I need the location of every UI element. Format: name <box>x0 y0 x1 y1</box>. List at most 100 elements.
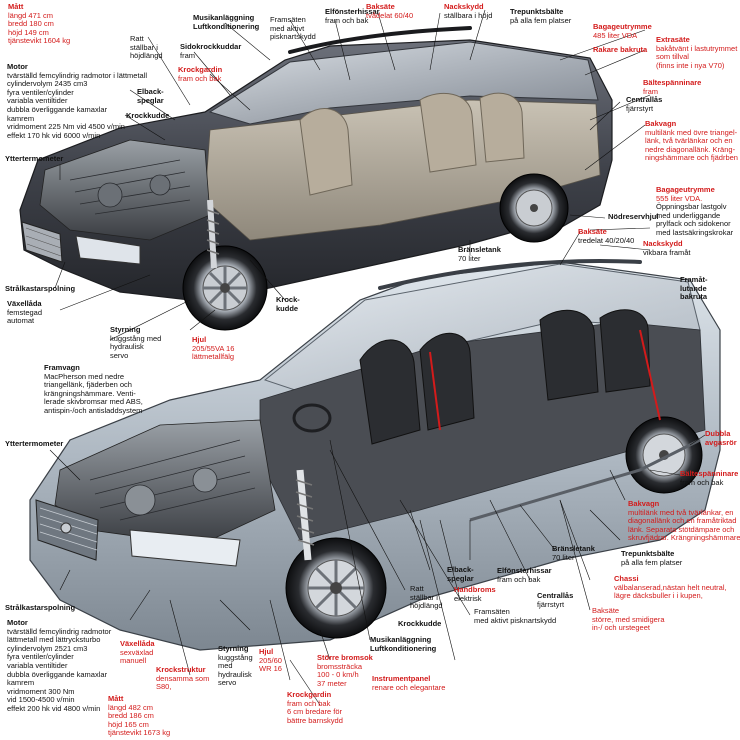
label-krockkudde-top-title: Krockkudde <box>126 111 170 120</box>
label-krockkudde-top: Krockkudde <box>126 111 170 121</box>
label-centrallas-top: Centrallås fjärrstyrt <box>626 95 662 113</box>
label-styrning-top-line: hydraulisk <box>110 342 144 352</box>
label-handbroms-title: Handbroms <box>454 585 496 594</box>
label-motor-bottom-line: cylindervolym 2521 cm3 <box>7 643 88 653</box>
label-dubbla-asgasror-line: avgasrör <box>705 437 737 447</box>
label-instrumentpanel-title: Instrumentpanel <box>372 674 431 683</box>
label-rakare-bakruta: Rakare bakruta <box>593 45 647 55</box>
label-krockkudde-mid: Krock- kudde <box>276 295 300 313</box>
label-hjul-bottom-line: 205/60 <box>259 655 282 665</box>
label-chassi-line: välbalanserad,nästan helt neutral, <box>614 582 727 592</box>
label-framvagn-line: triangellänk, fjäderben och <box>44 380 132 390</box>
label-trepunkt-bottom-title: Trepunktsbälte <box>621 549 675 558</box>
label-hjul-top-line: 205/55VA 16 <box>192 343 235 353</box>
label-framsaten-top: Framsäten med aktivt pisknartskydd <box>270 15 316 42</box>
top-car-grille <box>21 221 63 263</box>
label-handbroms: Handbroms elektrisk <box>454 585 496 603</box>
label-nackskydd-top-line: ställbara i höjd <box>444 10 493 20</box>
label-motor-bottom-line: lättmetall med lättrycksturbo <box>7 635 101 645</box>
label-centrallas-bottom-line: fjärrstyrt <box>537 599 565 609</box>
label-bagage-bottom: Bagageutrymme 555 liter VDA. Öppningsbar… <box>656 185 734 238</box>
label-bagage-bottom-title: Bagageutrymme <box>656 185 715 194</box>
label-motor-bottom-line: vid 1500-4500 v/min <box>7 695 75 705</box>
label-baltesp-bottom: Bältespänninare fram och bak <box>680 469 739 487</box>
label-bagage-bottom-line: med lastsäkringskrokar <box>656 227 734 237</box>
label-motor-bottom-title: Motor <box>7 618 28 627</box>
label-elbackspeglar-bottom-title: Elback- <box>447 565 474 574</box>
label-krockkudde-bottom: Krockkudde <box>398 619 442 629</box>
label-motor-top-line: kamrem <box>7 113 35 123</box>
label-bagage-bottom-line: Öppningsbar lastgolv <box>656 202 727 212</box>
label-ratt-top-line: Ratt <box>130 34 144 43</box>
label-branslletank-top: Bränsletank 70 liter <box>458 245 501 263</box>
label-branslletank-bottom: Bränsletank 70 liter <box>552 544 595 562</box>
label-elbackspeglar-bottom-line: speglar <box>447 573 474 583</box>
label-trepunkt-top-line: på alla fem platser <box>510 15 572 25</box>
label-bakvagn-bottom-line: skruvfjädrar. Krängningshämmare <box>628 533 740 543</box>
label-framatlutande-title: Framåt- <box>680 275 708 284</box>
label-trepunkt-bottom: Trepunktsbälte på alla fem platser <box>621 549 682 567</box>
label-sidokrock-top-title: Sidokrockkuddar <box>180 42 242 51</box>
label-styrning-top-line: servo <box>110 350 129 360</box>
label-bakvagn-bottom-line: multilänk med två tvärlänkar, en <box>628 507 734 517</box>
label-extrasate-title: Extrasäte <box>656 35 690 44</box>
label-elfonster-top-title: Elfönsterhissar <box>325 7 380 16</box>
label-storre-bromsok: Större bromsok bromssträcka 100 - 0 km/h… <box>317 653 373 688</box>
label-extrasate-line: som tillval <box>656 52 689 62</box>
label-motor-bottom-line: fyra ventiler/cylinder <box>7 652 74 662</box>
label-bakvagn-top-line: multilänk med övre triangel- <box>645 127 738 137</box>
top-car-roof-rail <box>288 26 472 54</box>
label-bakvagn-bottom: Bakvagn multilänk med två tvärlänkar, en… <box>628 499 740 543</box>
label-ratt-bottom-line: ställbar i <box>410 592 438 602</box>
label-framsaten-top-line: med aktivt <box>270 23 305 33</box>
label-extrasate-line: bakåtvänt i lastutrymmet <box>656 43 738 53</box>
label-trepunkt-top-title: Trepunktsbälte <box>510 7 564 16</box>
label-framvagn-line: krängningshämmare. Venti- <box>44 388 136 398</box>
label-bagage-top-title: Bagageutrymme <box>593 22 652 31</box>
label-framvagn-title: Framvagn <box>44 363 80 372</box>
label-yttertermometer-bottom-title: Yttertermometer <box>5 439 64 448</box>
label-hjul-top-title: Hjul <box>192 335 207 344</box>
label-krockstruktur-line: S80, <box>156 682 172 692</box>
label-vaxellada-top-line: automat <box>7 316 35 326</box>
label-motor-bottom-line: variabla ventiltider <box>7 660 68 670</box>
label-dubbla-asgasror-title: Dubbla <box>705 429 731 438</box>
label-bagage-bottom-line: prylfack och sidokenor <box>656 219 731 229</box>
label-ratt-top: Ratt ställbar i höjdlängd <box>130 34 163 61</box>
bottom-car-headlight <box>129 529 241 567</box>
top-car-headlight <box>75 235 141 265</box>
top-car-engine <box>39 139 211 241</box>
label-framvagn-line: antispin-/och antisladdsystem <box>44 405 143 415</box>
label-baltesp-bottom-title: Bältespänninare <box>680 469 739 478</box>
label-matt-bottom-line: längd 482 cm <box>108 702 154 712</box>
label-vaxellada-bottom: Växellåda sexväxlad manuell <box>120 639 155 666</box>
label-elfonster-top-line: fram och bak <box>325 15 369 25</box>
label-krockkudde-bottom-title: Krockkudde <box>398 619 442 628</box>
label-bakvagn-top-line: ningshämmare och fjädrben <box>645 153 738 163</box>
label-styrning-top: Styrning kuggstång med hydraulisk servo <box>110 325 161 360</box>
label-elfonster-bottom: Elfönsterhissar fram och bak <box>497 566 552 584</box>
label-branslletank-top-title: Bränsletank <box>458 245 501 254</box>
label-strala-bottom-title: Strålkastarspolning <box>5 603 76 612</box>
label-storre-bromsok-title: Större bromsok <box>317 653 373 662</box>
label-krockstruktur-line: densamma som <box>156 673 210 683</box>
label-motor-top-line: fyra ventiler/cylinder <box>7 87 74 97</box>
label-baksate-bottom-line: större, med smidigera <box>592 614 665 624</box>
label-elfonster-bottom-line: fram och bak <box>497 574 541 584</box>
label-instrumentpanel: Instrumentpanel renare och elegantare <box>372 674 445 692</box>
label-bagage-top-line: 485 liter VDA <box>593 30 638 40</box>
top-car-front-seat <box>299 108 353 196</box>
label-baksate-top: Baksäte tvådelat 60/40 <box>366 2 413 20</box>
label-krockgardin-bottom-title: Krockgardin <box>287 690 332 699</box>
label-baltesp-top-title: Bältespänninare <box>643 78 702 87</box>
label-nackskydd-top: Nackskydd ställbara i höjd <box>444 2 493 20</box>
label-baksate-mid: Baksäte tredelat 40/20/40 <box>578 227 634 245</box>
label-bakvagn-top-title: Bakvagn <box>645 119 677 128</box>
top-car-front-wheel <box>182 245 268 331</box>
label-styrning-bottom: Styrning kuggstång med hydraulisk servo <box>218 644 253 688</box>
label-extrasate: Extrasäte bakåtvänt i lastutrymmet som t… <box>656 35 738 70</box>
label-motor-top-line: dubbla överliggande kamaxlar <box>7 104 108 114</box>
label-framsaten-bottom-line: Framsäten <box>474 607 510 616</box>
label-nodreservhjul: Nödreservhjul <box>608 212 658 222</box>
